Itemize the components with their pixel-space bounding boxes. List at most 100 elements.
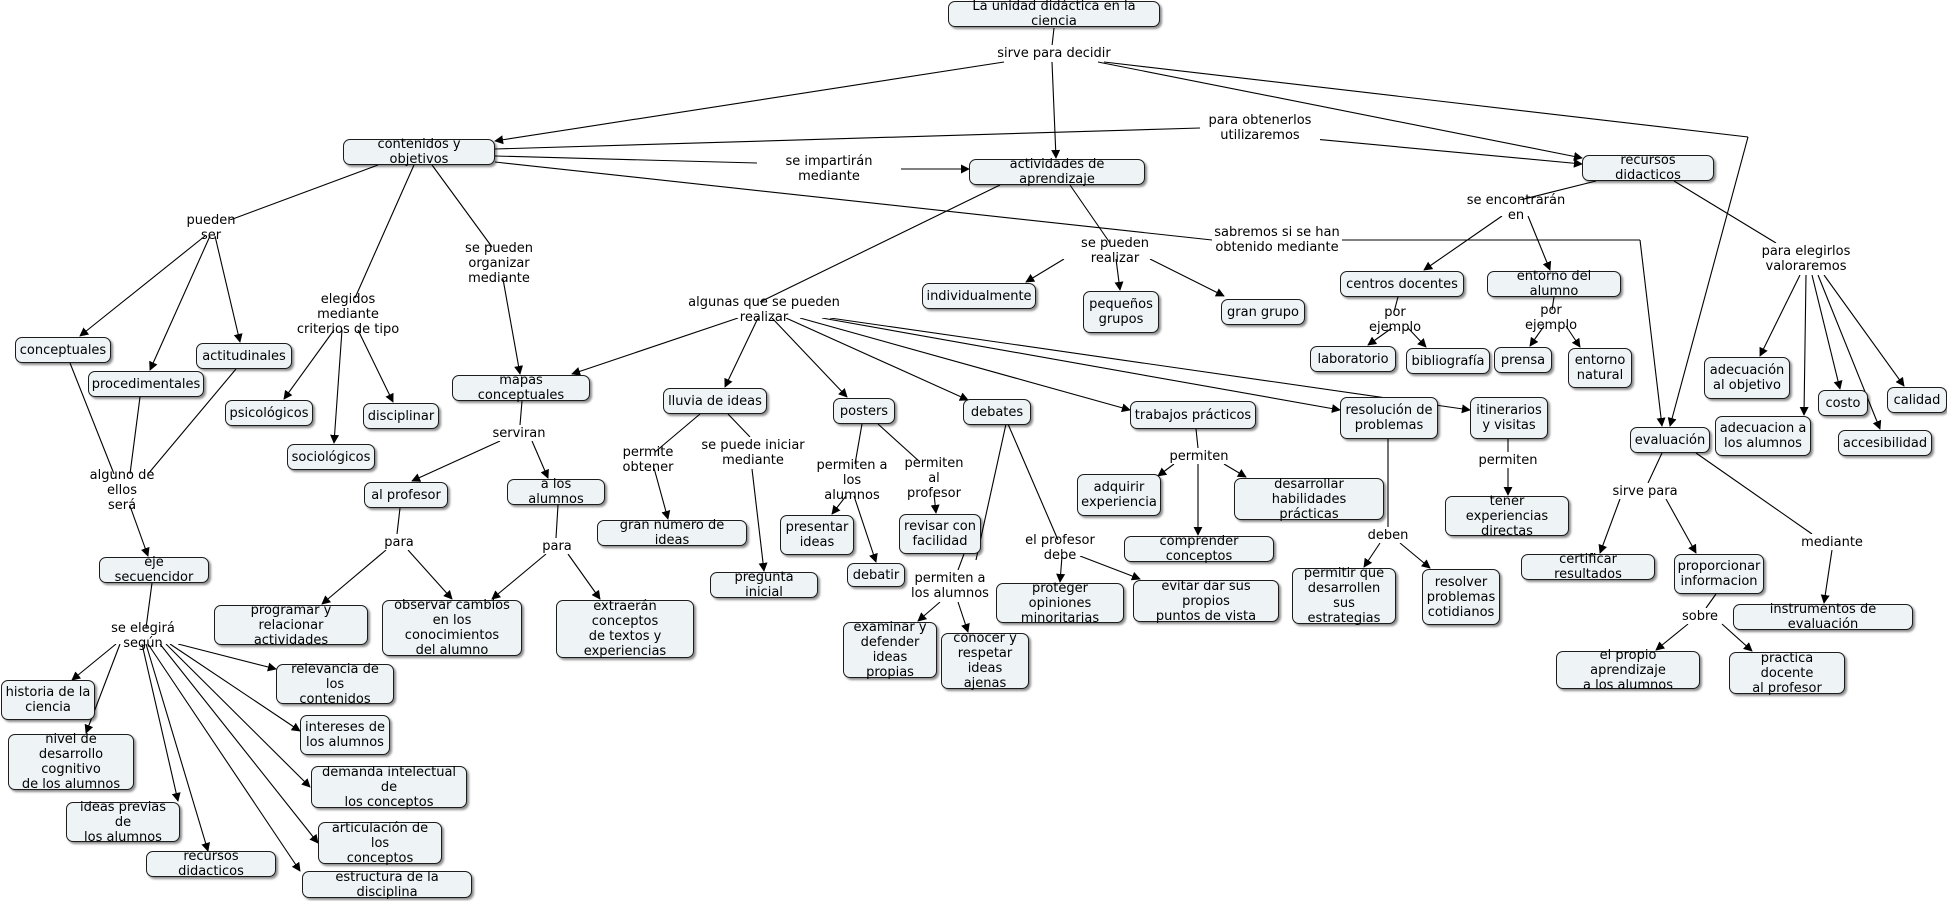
- connector-50: [1423, 215, 1503, 271]
- concept-proteger-opiniones[interactable]: proteger opiniones minoritarias: [996, 581, 1124, 626]
- concept-evaluacion[interactable]: evaluación: [1630, 427, 1710, 453]
- concept-actividades-aprendizaje[interactable]: actividades de aprendizaje: [969, 157, 1145, 187]
- concept-individualmente[interactable]: individualmente: [922, 283, 1036, 309]
- concept-conocer-respetar[interactable]: conocer y respetar ideas ajenas: [941, 631, 1029, 691]
- link-elegidos-mediante: elegidos mediante criterios de tipo: [290, 292, 406, 337]
- concept-adquirir-experiencia[interactable]: adquirir experiencia: [1077, 474, 1161, 516]
- concept-costo[interactable]: costo: [1818, 390, 1868, 416]
- connector-57: [1565, 325, 1581, 348]
- concept-nivel-desarrollo[interactable]: nivel de desarrollo cognitivo de los alu…: [8, 732, 134, 792]
- concept-extraeran-conceptos[interactable]: extraerán conceptos de textos y experien…: [556, 599, 694, 659]
- concept-accesibilidad[interactable]: accesibilidad: [1838, 430, 1932, 456]
- connector-101: [1695, 452, 1813, 535]
- concept-mapas-conceptuales[interactable]: mapas conceptuales: [452, 373, 590, 403]
- concept-debatir[interactable]: debatir: [847, 563, 905, 587]
- connector-86: [1007, 423, 1059, 541]
- concept-trabajos-practicos[interactable]: trabajos prácticos: [1130, 401, 1256, 429]
- concept-pequenos-grupos[interactable]: pequeños grupos: [1083, 291, 1159, 333]
- concept-conceptuales[interactable]: conceptuales: [15, 337, 111, 363]
- concept-bibliografia[interactable]: bibliografía: [1406, 348, 1490, 374]
- connector-95: [1399, 542, 1431, 569]
- connector-90: [1157, 463, 1175, 477]
- concept-calidad[interactable]: calidad: [1887, 387, 1947, 413]
- link-para-2: para: [538, 538, 576, 554]
- concept-ideas-previas[interactable]: ideas previas de los alumnos: [66, 800, 180, 845]
- concept-evitar-puntos-vista[interactable]: evitar dar sus propios puntos de vista: [1133, 579, 1279, 624]
- concept-resolver-problemas[interactable]: resolver problemas cotidianos: [1422, 569, 1500, 625]
- connector-38: [571, 317, 739, 376]
- concept-procedimentales[interactable]: procedimentales: [88, 371, 204, 397]
- concept-revisar-facilidad[interactable]: revisar con facilidad: [899, 514, 981, 554]
- concept-tener-experiencias[interactable]: tener experiencias directas: [1445, 494, 1569, 539]
- concept-a-los-alumnos[interactable]: a los alumnos: [507, 477, 605, 507]
- connector-102: [1820, 549, 1833, 604]
- concept-posters[interactable]: posters: [833, 398, 895, 424]
- connector-56: [1529, 325, 1545, 347]
- link-permiten-a-los-alumnos-2: permiten a los alumnos: [910, 570, 990, 602]
- connector-3: [1097, 61, 1583, 161]
- connector-33: [177, 643, 277, 672]
- concept-prensa[interactable]: prensa: [1494, 347, 1552, 373]
- concept-gran-numero-ideas[interactable]: gran numero de ideas: [597, 518, 747, 548]
- link-se-puede-iniciar: se puede iniciar mediante: [700, 437, 806, 469]
- concept-examinar-defender[interactable]: examinar y defender ideas propias: [843, 620, 937, 680]
- concept-psicologicos[interactable]: psicológicos: [225, 400, 313, 426]
- concept-lluvia-ideas[interactable]: lluvia de ideas: [663, 388, 767, 414]
- concept-intereses-alumnos[interactable]: intereses de los alumnos: [300, 715, 390, 755]
- connector-34: [169, 643, 301, 732]
- concept-propio-aprendizaje[interactable]: el propio aprendizaje a los alumnos: [1556, 648, 1700, 693]
- concept-recursos-didacticos[interactable]: recursos didacticos: [1582, 153, 1714, 183]
- concept-disciplinar[interactable]: disciplinar: [363, 403, 439, 429]
- link-mediante: mediante: [1801, 534, 1863, 550]
- connector-42: [799, 317, 1131, 413]
- concept-programar-relacionar[interactable]: programar y relacionar actividades: [214, 603, 368, 648]
- concept-resolucion-problemas[interactable]: resolución de problemas: [1340, 397, 1438, 439]
- concept-debates[interactable]: debates: [963, 399, 1031, 425]
- concept-relevancia-contenidos[interactable]: relevancia de los contenidos: [276, 662, 394, 707]
- concept-recursos-didacticos-2[interactable]: recursos didacticos: [146, 849, 276, 879]
- concept-historia-ciencia[interactable]: historia de la ciencia: [1, 680, 95, 720]
- connector-58: [1673, 180, 1777, 244]
- concept-desarrollar-habilidades[interactable]: desarrollar habilidades prácticas: [1234, 477, 1384, 522]
- concept-contenidos-objetivos[interactable]: contenidos y objetivos: [343, 137, 495, 167]
- concept-entorno-natural[interactable]: entorno natural: [1568, 348, 1632, 388]
- concept-certificar-resultados[interactable]: certificar resultados: [1521, 552, 1655, 582]
- connector-62: [1817, 274, 1882, 430]
- concept-articulacion-conceptos[interactable]: articulación de los conceptos: [318, 821, 442, 866]
- link-pueden-ser: pueden ser: [174, 213, 248, 243]
- concept-estructura-disciplina[interactable]: estructura de la disciplina: [302, 870, 472, 900]
- link-deben: deben: [1366, 527, 1410, 543]
- concept-permitir-desarrollen[interactable]: permitir que desarrollen sus estrategias: [1292, 566, 1396, 626]
- concept-comprender-conceptos[interactable]: comprender conceptos: [1124, 534, 1274, 564]
- concept-pregunta-inicial[interactable]: pregunta inicial: [710, 570, 818, 600]
- concept-root[interactable]: La unidad didáctica en la ciencia: [948, 0, 1160, 29]
- concept-actitudinales[interactable]: actitudinales: [196, 343, 292, 369]
- link-permiten-a-los-alumnos: permiten a los alumnos: [814, 458, 890, 503]
- connector-43: [821, 317, 1341, 414]
- concept-gran-grupo[interactable]: gran grupo: [1221, 299, 1305, 325]
- concept-demanda-intelectual[interactable]: demanda intelectual de los conceptos: [311, 765, 467, 810]
- concept-proporcionar-informacion[interactable]: proporcionar informacion: [1674, 554, 1764, 594]
- concept-entorno-alumno[interactable]: entorno del alumno: [1487, 269, 1621, 299]
- connector-27: [145, 582, 153, 629]
- concept-sociologicos[interactable]: sociológicos: [287, 444, 375, 470]
- connector-35: [165, 643, 311, 788]
- concept-eje-secuenciador[interactable]: eje secuencidor: [99, 555, 209, 585]
- concept-al-profesor[interactable]: al profesor: [364, 482, 448, 508]
- link-serviran: serviran: [486, 425, 552, 441]
- concept-itinerarios-visitas[interactable]: itinerarios y visitas: [1470, 397, 1548, 439]
- connector-39: [724, 317, 759, 388]
- connector-10: [494, 161, 1213, 241]
- concept-adecuacion-objetivo[interactable]: adecuación al objetivo: [1704, 357, 1790, 399]
- concept-observar-cambios[interactable]: observar cambios en los conocimientos de…: [382, 598, 522, 658]
- connector-25: [147, 368, 237, 475]
- concept-adecuacion-alumnos[interactable]: adecuacion a los alumnos: [1715, 416, 1811, 456]
- concept-practica-docente[interactable]: practica docente al profesor: [1729, 651, 1845, 696]
- concept-centros-docentes[interactable]: centros docentes: [1340, 271, 1464, 297]
- connector-68: [321, 549, 387, 605]
- connector-4: [1103, 61, 1749, 138]
- concept-instrumentos-evaluacion[interactable]: instrumentos de evaluación: [1733, 602, 1913, 632]
- concept-laboratorio[interactable]: laboratorio: [1310, 346, 1396, 372]
- concept-presentar-ideas[interactable]: presentar ideas: [780, 515, 854, 555]
- connector-1: [494, 61, 1005, 145]
